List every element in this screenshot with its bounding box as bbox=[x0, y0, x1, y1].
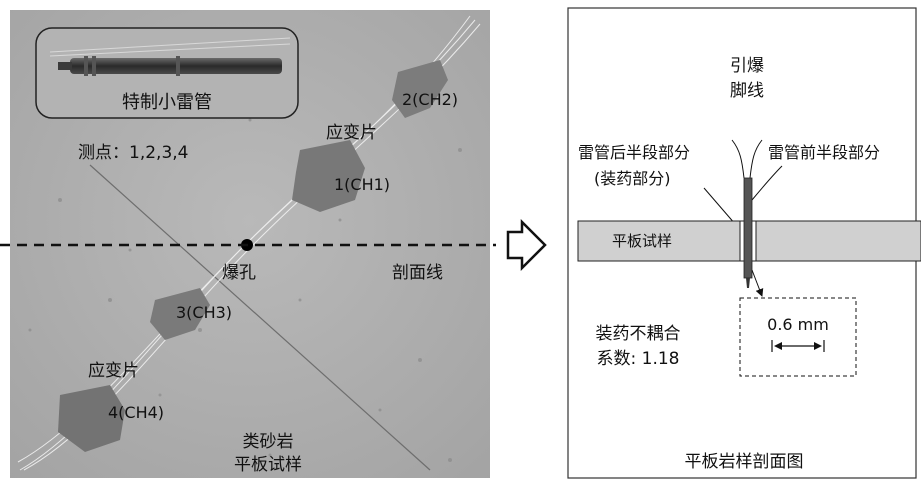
decoupling-label-line2: 系数: 1.18 bbox=[597, 349, 680, 369]
detonator-cylinder bbox=[743, 177, 753, 279]
strain-gauge-top-label: 应变片 bbox=[326, 123, 377, 143]
hollow-arrow-icon bbox=[506, 218, 547, 272]
material-label-line2: 平板试样 bbox=[234, 455, 302, 475]
measure-points-label: 测点：1,2,3,4 bbox=[78, 143, 188, 163]
inset-wire-1 bbox=[49, 37, 291, 53]
detonator-photo-icon bbox=[58, 56, 282, 76]
lead-wire-label-line1: 引爆 bbox=[730, 56, 764, 76]
section-title: 平板岩样剖面图 bbox=[685, 452, 804, 472]
strain-gauge-ch4-patch bbox=[58, 385, 125, 452]
detonator-tip bbox=[746, 278, 750, 288]
slab-diagonal-crack bbox=[89, 164, 431, 471]
rear-part-label-line2: (装药部分) bbox=[594, 169, 671, 188]
lead-wire-left bbox=[731, 139, 745, 179]
rear-part-label-line1: 雷管后半段部分 bbox=[578, 143, 690, 162]
material-label-line1: 类砂岩 bbox=[243, 432, 294, 452]
strain-gauge-ch2-patch bbox=[392, 60, 448, 118]
gap-arrow-right-icon bbox=[814, 342, 822, 350]
inset-wire-2 bbox=[49, 43, 291, 57]
blast-hole-label: 爆孔 bbox=[222, 263, 256, 283]
strain-gauge-ch3-patch bbox=[150, 288, 210, 340]
lead-wire-right bbox=[749, 139, 763, 179]
ch2-label: 2(CH2) bbox=[402, 90, 458, 109]
gap-value-label: 0.6 mm bbox=[767, 315, 829, 334]
strain-gauge-ch1-patch bbox=[292, 140, 365, 212]
ch4-label: 4(CH4) bbox=[108, 403, 164, 422]
section-line-label: 剖面线 bbox=[392, 263, 443, 283]
strain-gauge-bottom-label: 应变片 bbox=[88, 361, 139, 381]
detonator-label: 特制小雷管 bbox=[122, 92, 212, 113]
zoom-pointer bbox=[751, 269, 764, 297]
gap-arrow-left-icon bbox=[774, 342, 782, 350]
gap-zoom-box bbox=[739, 297, 857, 377]
plate-sample-label: 平板试样 bbox=[612, 232, 672, 250]
ch1-label: 1(CH1) bbox=[334, 175, 390, 194]
decoupling-label-line1: 装药不耦合 bbox=[596, 324, 681, 344]
front-part-label: 雷管前半段部分 bbox=[768, 143, 880, 162]
front-part-leader bbox=[751, 165, 783, 201]
ch3-label: 3(CH3) bbox=[176, 303, 232, 322]
section-diagram: 引爆 脚线 雷管后半段部分 (装药部分) 雷管前半段部分 平板试样 0.6 mm… bbox=[567, 7, 921, 479]
lead-wire-label-line2: 脚线 bbox=[730, 81, 764, 101]
